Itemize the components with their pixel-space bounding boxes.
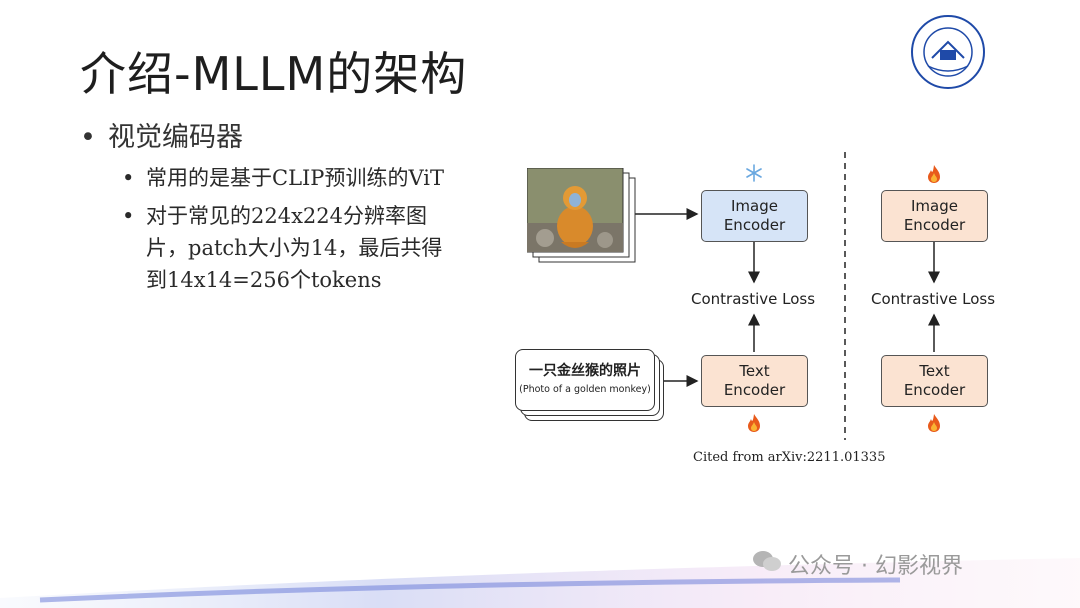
left-contrastive-loss: Contrastive Loss (691, 290, 815, 308)
citation: Cited from arXiv:2211.01335 (693, 450, 885, 465)
flame-icon (925, 164, 943, 184)
right-text-encoder-label: Text Encoder (904, 362, 965, 400)
sub-bullet-clip: 常用的是基于CLIP预训练的ViT (122, 162, 456, 194)
caption-english: (Photo of a golden monkey) (516, 384, 654, 395)
right-image-encoder-box: Image Encoder (881, 190, 988, 242)
flame-icon (745, 413, 763, 433)
golden-monkey-photo (527, 168, 639, 266)
left-text-encoder-label: Text Encoder (724, 362, 785, 400)
snowflake-icon (745, 164, 763, 182)
caption-card: 一只金丝猴的照片 (Photo of a golden monkey) (515, 349, 655, 411)
left-image-encoder-box: Image Encoder (701, 190, 808, 242)
right-contrastive-loss: Contrastive Loss (871, 290, 995, 308)
left-text-encoder-box: Text Encoder (701, 355, 808, 407)
right-text-encoder-box: Text Encoder (881, 355, 988, 407)
flame-icon (925, 413, 943, 433)
page-title: 介绍-MLLM的架构 (80, 38, 467, 104)
bullet-vision-encoder: 视觉编码器 (80, 118, 480, 158)
clip-diagram: Image Encoder Contrastive Loss Text Enco… (505, 150, 1025, 480)
bullet-list: 视觉编码器 常用的是基于CLIP预训练的ViT 对于常见的224x224分辨率图… (80, 118, 480, 302)
wechat-icon (752, 548, 782, 574)
caption-chinese: 一只金丝猴的照片 (516, 360, 654, 380)
right-image-encoder-label: Image Encoder (904, 197, 965, 235)
watermark-text: 公众号 · 幻影视界 (788, 548, 963, 580)
left-image-encoder-label: Image Encoder (724, 197, 785, 235)
sub-bullet-tokens: 对于常见的224x224分辨率图片，patch大小为14，最后共得到14x14=… (122, 200, 456, 296)
university-logo (910, 14, 986, 90)
